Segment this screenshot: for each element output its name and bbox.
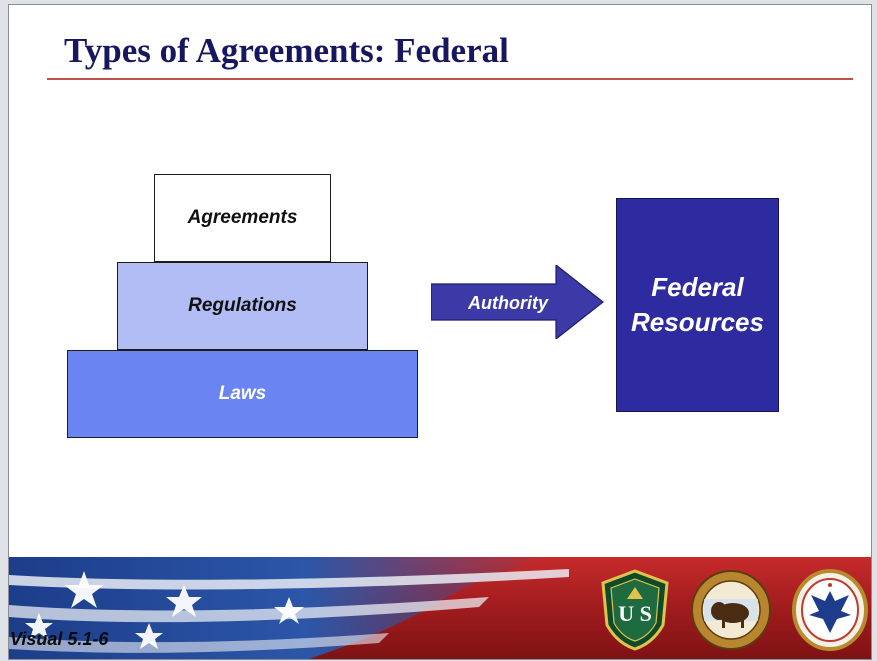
eagle-icon [809,591,851,633]
slide-title: Types of Agreements: Federal [64,31,509,70]
forest-service-letters: U S [618,601,652,626]
authority-arrow [431,265,604,339]
laws-label: Laws [218,383,267,404]
regulations-label: Regulations [188,295,297,316]
agreements-label: Agreements [187,207,298,228]
forest-service-seal: U S [601,569,669,651]
authority-label: Authority [468,293,548,313]
pyramid-laws-block: Laws [67,350,418,438]
flag-banner-image [9,557,569,659]
title-underline [47,78,853,80]
interior-department-seal [691,570,771,650]
visual-number-label: Visual 5.1-6 [10,629,109,649]
federal-label: Federal [651,271,744,302]
pyramid-agreements-block: Agreements [154,174,331,262]
pyramid-regulations-block: Regulations [117,262,368,350]
footer-banner: U S [9,557,871,659]
bison-icon [711,602,749,628]
federal-agency-seal [792,569,868,651]
federal-resources-box: Federal Resources [616,198,779,412]
resources-label: Resources [631,307,764,337]
slide: Types of Agreements: Federal Agreements … [8,4,872,660]
